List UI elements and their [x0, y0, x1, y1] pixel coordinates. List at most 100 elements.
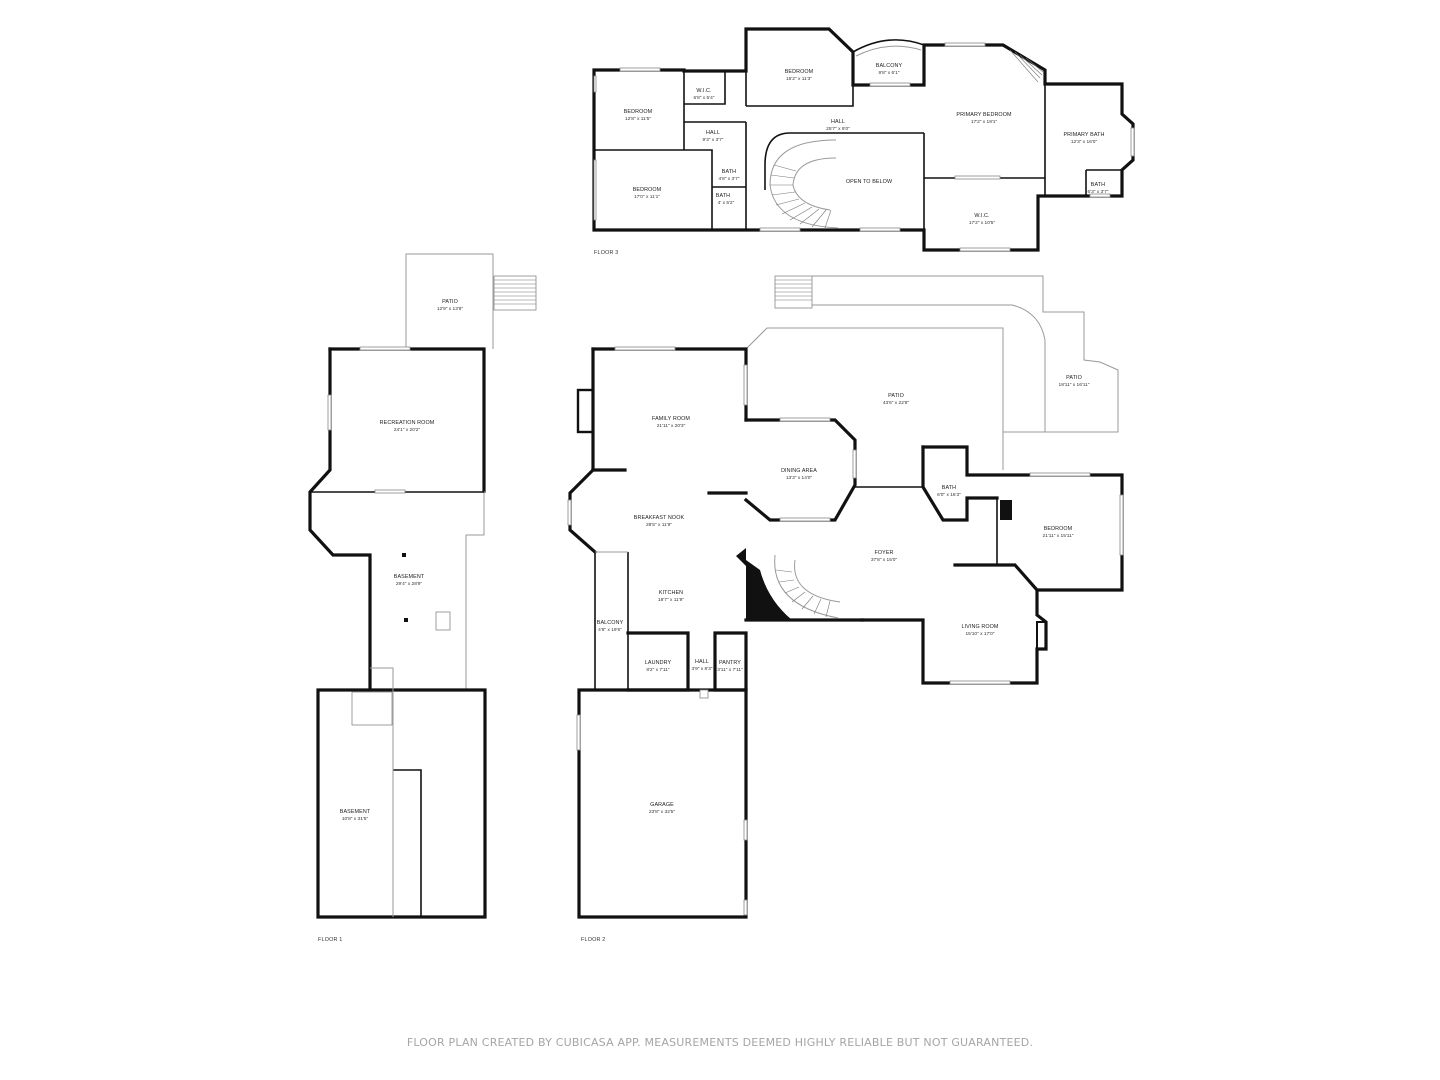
- room-dimensions: 21'11" x 20'3": [657, 423, 686, 429]
- room-name: PATIO: [1066, 375, 1082, 381]
- room-name: BASEMENT: [340, 809, 371, 815]
- room-dimensions: 17'0" x 11'1": [634, 194, 660, 200]
- room-label: OPEN TO BELOW: [846, 179, 893, 185]
- room-name: KITCHEN: [659, 590, 683, 596]
- room-dimensions: 18'7" x 11'9": [658, 597, 684, 603]
- room-dimensions: 6'3" x 3'7": [1088, 189, 1109, 195]
- room-name: PRIMARY BEDROOM: [956, 112, 1012, 118]
- room-name: BATH: [1091, 182, 1105, 188]
- room-dimensions: 12'3" x 16'0": [1071, 139, 1098, 145]
- room-dimensions: 3'9" x 8'3": [692, 666, 713, 672]
- room-name: OPEN TO BELOW: [846, 179, 893, 185]
- room-name: BATH: [716, 193, 730, 199]
- room-name: PANTRY: [719, 660, 741, 666]
- room-name: BEDROOM: [785, 69, 814, 75]
- floor-2-label: FLOOR 2: [581, 937, 605, 943]
- room-name: BEDROOM: [633, 187, 662, 193]
- room-name: BASEMENT: [394, 574, 425, 580]
- room-dimensions: 12'9" x 13'8": [437, 306, 464, 312]
- floor-2-plan: FLOOR 2: [567, 275, 1124, 943]
- room-name: HALL: [695, 659, 709, 665]
- room-label: W.I.C.17'2" x 10'5": [969, 213, 996, 226]
- room-name: PRIMARY BATH: [1063, 132, 1104, 138]
- room-dimensions: 4'8" x 19'5": [598, 627, 622, 633]
- disclaimer-footer: FLOOR PLAN CREATED BY CUBICASA APP. MEAS…: [406, 1036, 1034, 1049]
- room-dimensions: 8'2" x 7'11": [646, 667, 670, 673]
- room-dimensions: 9'8" x 6'1": [879, 70, 900, 76]
- floor-3-label: FLOOR 3: [594, 250, 618, 256]
- room-name: BATH: [942, 485, 956, 491]
- room-name: BEDROOM: [624, 109, 653, 115]
- room-name: W.I.C.: [974, 213, 989, 219]
- room-name: BATH: [722, 169, 736, 175]
- floor-1-plan: FLOOR 1: [308, 253, 537, 943]
- room-dimensions: 6'8" x 5'4": [694, 95, 715, 101]
- room-dimensions: 6'0" x 16'3": [937, 492, 961, 498]
- room-name: FOYER: [874, 550, 893, 556]
- room-name: GARAGE: [650, 802, 674, 808]
- room-name: FAMILY ROOM: [652, 416, 690, 422]
- room-dimensions: 13'3" x 14'0": [786, 475, 813, 481]
- room-dimensions: 24'1" x 20'2": [394, 427, 421, 433]
- room-dimensions: 4'8" x 3'7": [719, 176, 740, 182]
- room-name: HALL: [831, 119, 845, 125]
- room-name: HALL: [706, 130, 720, 136]
- room-dimensions: 4' x 5'2": [718, 200, 735, 206]
- room-name: DINING AREA: [781, 468, 817, 474]
- room-dimensions: 37'8" x 15'0": [871, 557, 898, 563]
- room-name: PATIO: [442, 299, 458, 305]
- room-dimensions: 43'6" x 22'8": [883, 400, 910, 406]
- room-name: BEDROOM: [1044, 526, 1073, 532]
- room-dimensions: 15'10" x 17'0": [966, 631, 995, 637]
- room-dimensions: 17'2" x 10'5": [969, 220, 996, 226]
- room-name: LIVING ROOM: [961, 624, 998, 630]
- room-name: LAUNDRY: [645, 660, 672, 666]
- room-dimensions: 9'3" x 3'7": [703, 137, 724, 143]
- room-dimensions: 23'8" x 32'5": [649, 809, 676, 815]
- room-name: PATIO: [888, 393, 904, 399]
- room-name: BALCONY: [876, 63, 903, 69]
- room-dimensions: 15'2" x 11'3": [786, 76, 812, 82]
- room-dimensions: 21'11" x 15'11": [1043, 533, 1074, 539]
- room-dimensions: 10'8" x 31'5": [342, 816, 369, 822]
- room-dimensions: 3'11" x 7'11": [717, 667, 743, 673]
- room-dimensions: 28'5" x 11'9": [646, 522, 672, 528]
- room-name: BREAKFAST NOOK: [634, 515, 685, 521]
- room-name: BALCONY: [597, 620, 624, 626]
- room-dimensions: 29'4" x 28'9": [396, 581, 423, 587]
- room-dimensions: 25'7" x 8'0": [826, 126, 850, 132]
- room-name: W.I.C.: [696, 88, 711, 94]
- room-dimensions: 12'8" x 11'5": [625, 116, 651, 122]
- floor-3-plan: FLOOR 3: [592, 27, 1135, 256]
- floor-1-label: FLOOR 1: [318, 937, 342, 943]
